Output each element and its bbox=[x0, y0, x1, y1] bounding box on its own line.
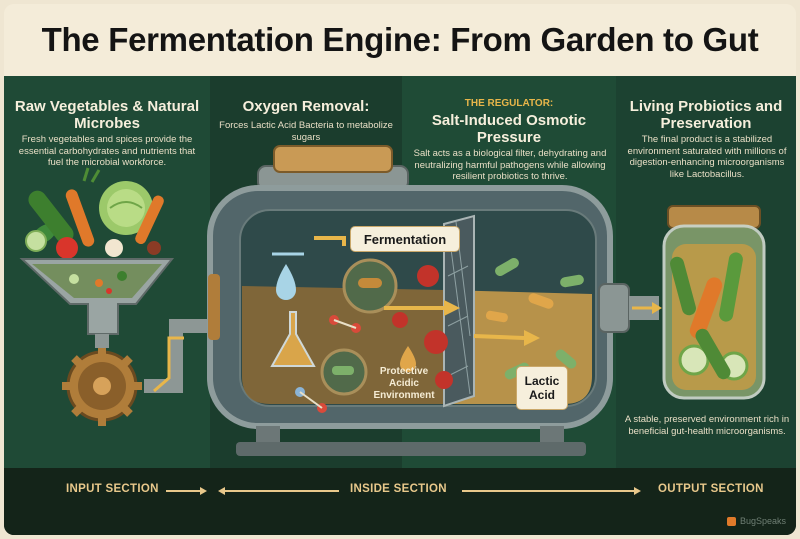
output-section-label: OUTPUT SECTION bbox=[658, 483, 764, 495]
fermentation-illustration bbox=[19, 145, 766, 456]
page-title: The Fermentation Engine: From Garden to … bbox=[41, 21, 759, 58]
output-heading: Living Probiotics and Preservation bbox=[629, 98, 783, 132]
infographic: The Fermentation Engine: From Garden to … bbox=[4, 4, 796, 535]
gear-icon bbox=[62, 346, 142, 426]
section-strip bbox=[4, 468, 796, 535]
probiotic-icon bbox=[485, 258, 584, 380]
vegetables-icon bbox=[25, 167, 164, 259]
funnel-icon bbox=[19, 258, 175, 335]
logo-icon bbox=[726, 516, 736, 526]
protective-environment-label: Protective Acidic Environment bbox=[373, 366, 435, 401]
input-section-label: INPUT SECTION bbox=[66, 483, 159, 495]
fermentation-tank bbox=[207, 145, 630, 456]
fermentation-label: Fermentation bbox=[350, 226, 460, 252]
flask-icon bbox=[270, 311, 316, 367]
regulator-label: THE REGULATOR: bbox=[464, 98, 554, 109]
logo-text: BugSpeaks bbox=[739, 516, 786, 526]
arrow-left-icon bbox=[218, 487, 225, 495]
input-description: Fresh vegetables and spices provide the … bbox=[18, 134, 196, 168]
input-heading: Raw Vegetables & Natural Microbes bbox=[14, 98, 200, 132]
arrow-right-icon bbox=[200, 487, 207, 495]
regulator-heading: Salt-Induced Osmotic Pressure bbox=[431, 112, 587, 146]
regulator-description: Salt acts as a biological filter, dehydr… bbox=[413, 148, 607, 182]
brand-logo: BugSpeaks bbox=[726, 516, 786, 526]
flow-arrow bbox=[166, 490, 200, 492]
arrow-right-icon bbox=[634, 487, 641, 495]
inside-section-label: INSIDE SECTION bbox=[350, 483, 447, 495]
probiotic-jar-icon bbox=[662, 205, 766, 400]
title-bar: The Fermentation Engine: From Garden to … bbox=[4, 4, 796, 76]
pathogen-icon bbox=[392, 265, 453, 389]
flow-arrow bbox=[225, 490, 339, 492]
output-description: The final product is a stabilized enviro… bbox=[627, 134, 787, 180]
oxygen-heading: Oxygen Removal: bbox=[242, 98, 370, 115]
lactic-acid-label: Lactic Acid bbox=[516, 366, 568, 410]
output-summary: A stable, preserved environment rich in … bbox=[624, 414, 790, 437]
water-droplet-icon bbox=[276, 264, 296, 300]
panel-area: Raw Vegetables & Natural Microbes Fresh … bbox=[4, 76, 796, 535]
oxygen-description: Forces Lactic Acid Bacteria to metaboliz… bbox=[219, 120, 393, 143]
flow-arrow bbox=[462, 490, 634, 492]
